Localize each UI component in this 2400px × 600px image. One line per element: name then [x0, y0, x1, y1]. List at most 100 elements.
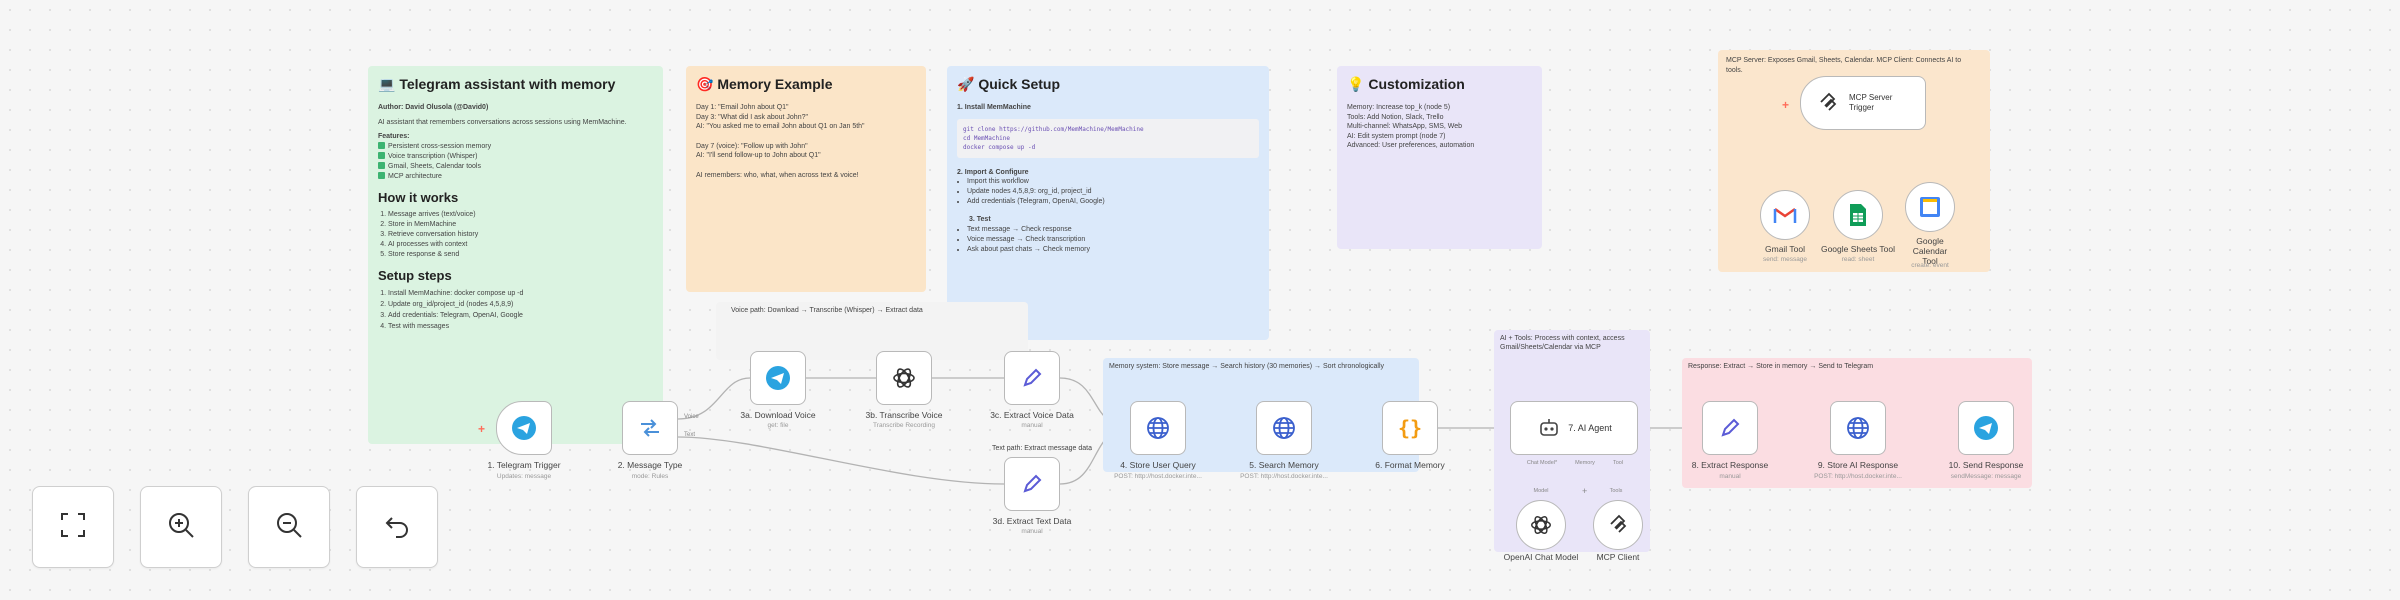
sticky-note-quick-setup[interactable]: 🚀 Quick Setup 1. Install MemMachine git … [947, 66, 1269, 340]
group-title: Response: Extract → Store in memory → Se… [1688, 363, 1874, 370]
intro-text: AI assistant that remembers conversation… [378, 118, 627, 126]
sticky-note-customization[interactable]: 💡 Customization Memory: Increase top_k (… [1337, 66, 1542, 249]
zoom-in-button[interactable] [140, 486, 222, 568]
list-item: Update org_id/project_id (nodes 4,5,8,9) [388, 299, 653, 310]
calendar-icon [1917, 194, 1943, 220]
sticky-title: 💡 Customization [1347, 76, 1465, 92]
search-memory-node[interactable] [1256, 401, 1312, 455]
add-trigger-icon[interactable]: + [478, 422, 486, 436]
code-icon: {} [1397, 416, 1423, 440]
setup-heading: Setup steps [378, 267, 452, 283]
memory-line: Day 3: "What did I ask about John?" [696, 113, 808, 121]
step-heading: 3. Test [969, 216, 991, 223]
sticky-note-memory-example[interactable]: 🎯 Memory Example Day 1: "Email John abou… [686, 66, 926, 292]
store-ai-response-node[interactable] [1830, 401, 1886, 455]
checkbox-icon [378, 161, 385, 169]
openai-chat-model-node[interactable] [1516, 500, 1566, 550]
node-label: MCP Server Trigger [1849, 93, 1893, 112]
google-calendar-tool-node[interactable] [1905, 182, 1955, 232]
custom-line: Advanced: User preferences, automation [1347, 142, 1475, 149]
memory-line: AI: "I'll send follow-up to John about Q… [696, 152, 821, 159]
node-label: 3d. Extract Text Data [992, 516, 1072, 526]
list-item: Store response & send [388, 250, 653, 260]
mcp-client-node[interactable] [1593, 500, 1643, 550]
mcp-icon [1605, 512, 1631, 538]
sticky-note-telegram-assistant[interactable]: 💻 Telegram assistant with memory Author:… [368, 66, 663, 444]
sticky-title: 🚀 Quick Setup [957, 76, 1061, 92]
add-memory-icon[interactable]: + [1582, 486, 1588, 496]
node-label: 9. Store AI Response [1817, 460, 1899, 470]
node-subtitle: send: message [1762, 256, 1808, 263]
node-subtitle: POST: http://host.docker.inte... [1240, 473, 1328, 480]
memory-line: AI remembers: who, what, when across tex… [696, 171, 859, 179]
fit-view-button[interactable] [32, 486, 114, 568]
node-subtitle: Transcribe Recording [873, 422, 935, 429]
test-list: Text message → Check response Voice mess… [957, 225, 1259, 255]
send-response-node[interactable] [1958, 401, 2014, 455]
list-item: Retrieve conversation history [388, 230, 653, 240]
custom-line: Memory: Increase top_k (node 5) [1347, 104, 1451, 111]
telegram-icon [1973, 415, 1999, 441]
bulb-icon: 💡 [1347, 76, 1365, 92]
list-item: Update nodes 4,5,8,9: org_id, project_id [967, 187, 1259, 197]
node-subtitle: manual [1021, 528, 1043, 535]
port-label-tool: Tool [1612, 460, 1624, 466]
voice-path-group[interactable]: Voice path: Download → Transcribe (Whisp… [716, 302, 1028, 360]
node-label: 3b. Transcribe Voice [865, 410, 943, 420]
sheets-icon [1845, 202, 1871, 228]
sticky-title: 💻 Telegram assistant with memory [378, 76, 616, 92]
undo-button[interactable] [356, 486, 438, 568]
globe-icon [1271, 415, 1297, 441]
download-voice-node[interactable] [750, 351, 806, 405]
group-title: AI + Tools: Process with context, access… [1500, 335, 1625, 351]
openai-icon [1528, 512, 1554, 538]
group-title: Text path: Extract message data [992, 445, 1092, 452]
pencil-icon [1019, 471, 1045, 497]
node-subtitle: manual [1021, 422, 1043, 429]
list-item: Install MemMachine: docker compose up -d [388, 288, 653, 299]
store-user-query-node[interactable] [1130, 401, 1186, 455]
checkbox-icon [378, 171, 385, 179]
port-label-tools: Tools [1609, 488, 1623, 494]
message-type-node[interactable] [622, 401, 678, 455]
undo-icon [382, 510, 412, 545]
google-sheets-tool-node[interactable] [1833, 190, 1883, 240]
node-subtitle: sendMessage: message [1950, 473, 2022, 480]
port-label-voice: Voice [684, 414, 699, 420]
extract-text-data-node[interactable] [1004, 457, 1060, 511]
extract-response-node[interactable] [1702, 401, 1758, 455]
port-label-text: Text [684, 432, 696, 438]
node-label: Google Sheets Tool [1820, 244, 1896, 254]
rocket-icon: 🚀 [957, 76, 975, 92]
node-label: 5. Search Memory [1249, 460, 1319, 470]
how-heading: How it works [378, 189, 459, 205]
ai-agent-node[interactable]: 7. AI Agent [1510, 401, 1638, 455]
mcp-server-trigger-node[interactable]: MCP Server Trigger [1800, 76, 1926, 130]
gmail-tool-node[interactable] [1760, 190, 1810, 240]
custom-line: Multi-channel: WhatsApp, SMS, Web [1347, 123, 1463, 130]
extract-voice-data-node[interactable] [1004, 351, 1060, 405]
transcribe-voice-node[interactable] [876, 351, 932, 405]
port-label-memory: Memory [1575, 460, 1595, 466]
node-label: 7. AI Agent [1568, 423, 1612, 433]
node-subtitle: Updates: message [496, 473, 552, 480]
how-list: Message arrives (text/voice) Store in Me… [378, 210, 653, 260]
pencil-icon [1019, 365, 1045, 391]
node-subtitle: manual [1719, 473, 1741, 480]
format-memory-node[interactable]: {} [1382, 401, 1438, 455]
list-item: Voice transcription (Whisper) [378, 151, 653, 162]
node-label: 10. Send Response [1948, 460, 2024, 470]
list-item: Test with messages [388, 321, 653, 332]
telegram-icon [511, 415, 537, 441]
mcp-text: MCP Server: Exposes Gmail, Sheets, Calen… [1726, 57, 1962, 74]
zoom-out-button[interactable] [248, 486, 330, 568]
zoom-in-icon [166, 510, 196, 545]
globe-icon [1845, 415, 1871, 441]
telegram-icon [765, 365, 791, 391]
memory-line: Day 1: "Email John about Q1" [696, 104, 789, 111]
text-path-group[interactable]: Text path: Extract message data [988, 442, 1098, 462]
add-trigger-icon[interactable]: + [1782, 98, 1790, 112]
list-item: Text message → Check response [967, 225, 1259, 235]
telegram-trigger-node[interactable] [496, 401, 552, 455]
